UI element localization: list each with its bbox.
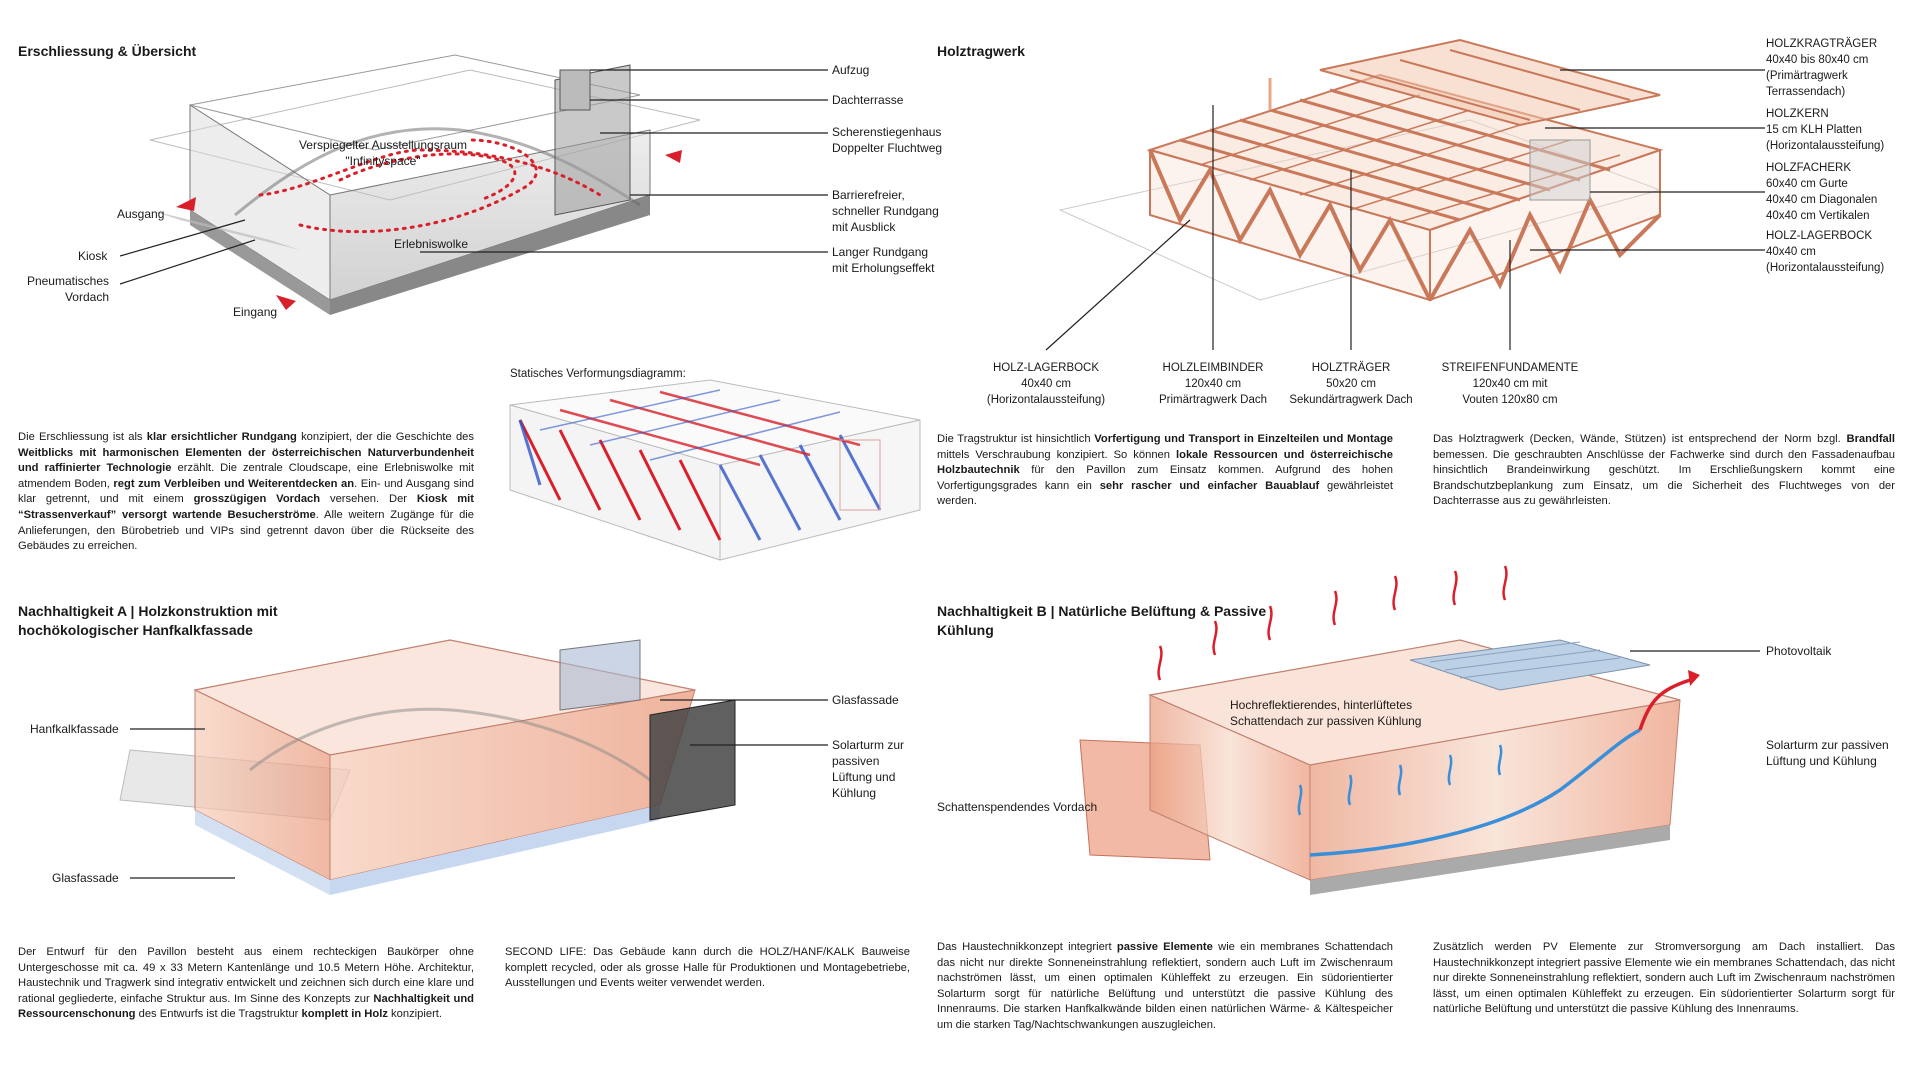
text-pv: Zusätzlich werden PV Elemente zur Stromv… bbox=[1433, 941, 1895, 1016]
title-nachhaltigkeit-a-line1: Nachhaltigkeit A | Holzkonstruktion mit bbox=[18, 603, 278, 619]
text-second-life: SECOND LIFE: Das Gebäude kann durch die … bbox=[505, 946, 910, 990]
title-erschliessung: Erschliessung & Übersicht bbox=[18, 43, 197, 59]
label-holzkern: HOLZKERN 15 cm KLH Platten (Horizontalau… bbox=[1766, 108, 1885, 152]
verformung-diagram bbox=[509, 379, 921, 561]
title-verformung: Statisches Verformungsdiagramm: bbox=[510, 368, 686, 380]
nachhaltigkeit-b-diagram bbox=[1079, 565, 1760, 895]
label-solarturm-b: Solarturm zur passiven Lüftung und Kühlu… bbox=[1766, 738, 1889, 768]
label-holzkragtraeger: HOLZKRAGTRÄGER 40x40 bis 80x40 cm (Primä… bbox=[1766, 38, 1878, 98]
label-holzfacherk: HOLZFACHERK 60x40 cm Gurte 40x40 cm Diag… bbox=[1766, 162, 1878, 222]
label-glasfassade-left: Glasfassade bbox=[52, 871, 119, 885]
title-nachhaltigkeit-a-line2: hochökologischer Hanfkalkfassade bbox=[18, 622, 253, 638]
label-barrierefreier: Barrierefreier, schneller Rundgang mit A… bbox=[832, 188, 939, 234]
erschliessung-diagram bbox=[119, 54, 828, 315]
text-tragstruktur: Die Tragstruktur ist hinsichtlich Vorfer… bbox=[937, 433, 1393, 508]
label-erlebniswolke: Erlebniswolke bbox=[394, 237, 469, 251]
title-holztragwerk: Holztragwerk bbox=[937, 43, 1025, 59]
title-nachhaltigkeit-b-line2: Kühlung bbox=[937, 622, 994, 638]
text-haustechnik: Das Haustechnikkonzept integriert passiv… bbox=[937, 941, 1394, 1031]
label-scherenstiegenhaus: Scherenstiegenhaus Doppelter Fluchtweg bbox=[832, 125, 943, 155]
label-lagerbock-right: HOLZ-LAGERBOCK 40x40 cm (Horizontalausst… bbox=[1766, 230, 1885, 274]
label-dachterrasse: Dachterrasse bbox=[832, 93, 904, 107]
label-streifenfundamente: STREIFENFUNDAMENTE 120x40 cm mit Vouten … bbox=[1441, 362, 1579, 406]
label-holztraeger: HOLZTRÄGER 50x20 cm Sekundärtragwerk Dac… bbox=[1289, 362, 1413, 406]
label-holzleimbinder: HOLZLEIMBINDER 120x40 cm Primärtragwerk … bbox=[1159, 362, 1267, 406]
label-lagerbock-bottom: HOLZ-LAGERBOCK 40x40 cm (Horizontalausst… bbox=[986, 362, 1106, 406]
label-vordach-b: Schattenspendendes Vordach bbox=[937, 800, 1098, 814]
label-schattendach: Hochreflektierendes, hinterlüftetes Scha… bbox=[1230, 698, 1422, 728]
label-vordach: Pneumatisches Vordach bbox=[26, 274, 109, 304]
label-ausgang: Ausgang bbox=[117, 207, 165, 221]
nachhaltigkeit-a-diagram bbox=[119, 639, 828, 895]
label-langer-rundgang: Langer Rundgang mit Erholungseffekt bbox=[832, 245, 935, 275]
label-eingang: Eingang bbox=[233, 305, 278, 319]
label-ausstellungsraum: Verspiegelter Ausstellungsraum "Infinity… bbox=[298, 138, 468, 168]
label-solarturm-a: Solarturm zur passiven Lüftung und Kühlu… bbox=[832, 738, 905, 800]
label-photovoltaik: Photovoltaik bbox=[1766, 644, 1832, 658]
text-brandfall: Das Holztragwerk (Decken, Wände, Stützen… bbox=[1433, 433, 1895, 508]
holztragwerk-diagram bbox=[1045, 38, 1765, 351]
label-glasfassade-right: Glasfassade bbox=[832, 693, 899, 707]
title-nachhaltigkeit-b-line1: Nachhaltigkeit B | Natürliche Belüftung … bbox=[937, 603, 1267, 619]
label-kiosk: Kiosk bbox=[78, 249, 108, 263]
label-hanfkalkfassade: Hanfkalkfassade bbox=[30, 722, 119, 736]
text-entwurf: Der Entwurf für den Pavillon besteht aus… bbox=[18, 946, 474, 1021]
text-erschliessung: Die Erschliessung ist als klar ersichtli… bbox=[18, 431, 475, 553]
label-aufzug: Aufzug bbox=[832, 63, 870, 77]
